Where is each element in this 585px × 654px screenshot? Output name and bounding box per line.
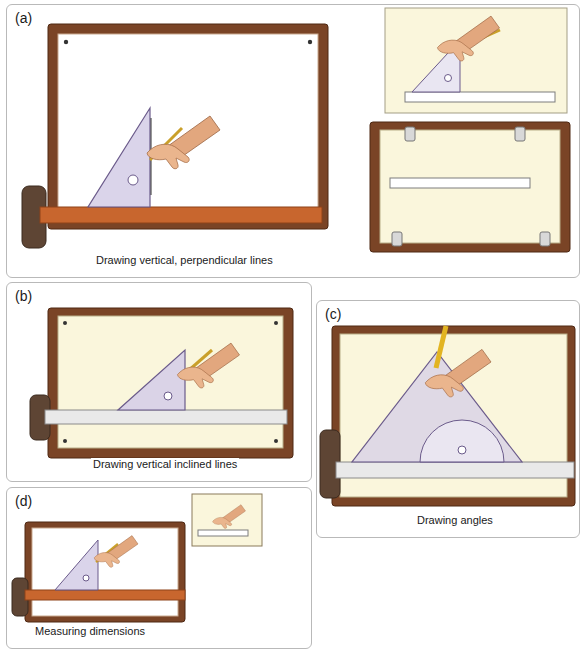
drawing-board: [390, 178, 530, 188]
t-square: [336, 462, 574, 478]
panel-label: (b): [13, 288, 34, 304]
set-square: [83, 575, 89, 581]
hand-with-pencil: [177, 343, 239, 388]
drawing-board: [64, 40, 68, 44]
drawing-board: [274, 321, 278, 325]
hand-with-pencil: [425, 349, 491, 396]
hand-with-pencil: [436, 326, 446, 368]
drawing-sheet: [385, 8, 567, 113]
hand-with-pencil: [147, 116, 220, 169]
drawing-board: [332, 326, 575, 506]
drawing-board: [48, 24, 328, 229]
hand-with-pencil: [437, 16, 499, 61]
figure-panel: (c) Drawing angles: [316, 300, 580, 538]
set-square: [118, 350, 185, 410]
set-square: [88, 108, 150, 207]
t-square: [22, 186, 322, 248]
figure-caption: Drawing vertical, perpendicular lines: [94, 254, 275, 267]
set-square: [352, 352, 522, 462]
drawing-board: [48, 308, 293, 458]
drawing-sheet: [445, 75, 452, 82]
figure-caption: Drawing angles: [415, 514, 495, 527]
hand-with-pencil: [94, 536, 138, 568]
drawing-sheet: [405, 92, 555, 102]
hand-with-pencil: [147, 116, 220, 169]
drawing-board: [405, 127, 415, 141]
drawing-board: [63, 439, 67, 443]
drawing-board: [370, 122, 570, 252]
t-square: [25, 590, 185, 600]
drawing-board: [515, 127, 525, 141]
hand-with-pencil: [437, 16, 500, 61]
set-square: [458, 446, 466, 454]
figure-panel: (a) Drawing vertical, perpendicular lines: [6, 4, 580, 278]
set-square: [128, 175, 138, 185]
set-square: [55, 540, 98, 590]
panel-label: (d): [13, 493, 34, 509]
drawing-board: [540, 232, 550, 246]
drawing-board: [380, 130, 560, 243]
drawing-board: [32, 528, 178, 616]
hand-with-pencil: [94, 536, 138, 568]
drawing-sheet: [192, 494, 262, 546]
hand-with-pencil: [177, 343, 239, 388]
drawing-board: [392, 232, 402, 246]
drawing-sheet: [213, 505, 246, 529]
hand-with-pencil: [425, 326, 491, 397]
drawing-sheet: [385, 8, 567, 113]
drawing-sheet: [192, 494, 262, 546]
set-square: [88, 108, 151, 207]
figure-caption: Measuring dimensions: [33, 625, 147, 638]
drawing-board: [274, 439, 278, 443]
drawing-board: [370, 122, 570, 252]
panel-label: (a): [13, 10, 34, 26]
drawing-board: [25, 522, 185, 622]
set-square: [118, 350, 185, 410]
set-square: [352, 352, 522, 462]
t-square: [45, 410, 287, 424]
drawing-board: [332, 326, 575, 506]
drawing-board: [48, 308, 293, 458]
panel-label: (c): [323, 306, 343, 322]
drawing-sheet: [198, 530, 248, 536]
set-square: [164, 392, 172, 400]
figure-panel: (b) Drawing vertical inclined lines: [6, 282, 312, 482]
drawing-board: [308, 40, 312, 44]
figure-caption: Drawing vertical inclined lines: [91, 458, 239, 471]
t-square: [40, 207, 322, 223]
figure-panel: (d) Measuring dimensions: [6, 487, 312, 649]
drawing-board: [63, 321, 67, 325]
drawing-board: [48, 24, 328, 229]
drawing-board: [58, 34, 318, 219]
drawing-board: [25, 522, 185, 622]
drawing-board: [58, 316, 283, 448]
set-square: [420, 420, 504, 462]
set-square: [55, 540, 98, 590]
